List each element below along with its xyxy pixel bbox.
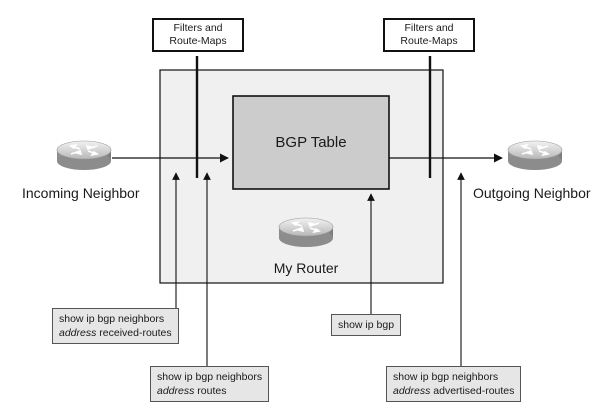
cmd-advertised-line2: address advertised-routes: [393, 384, 514, 398]
cmd-show-bgp-line1: show ip bgp: [338, 319, 395, 331]
command-received-routes: show ip bgp neighbors address received-r…: [52, 308, 179, 344]
cmd-routes-address: address: [157, 385, 195, 397]
command-show-ip-bgp: show ip bgp: [331, 314, 402, 336]
cmd-received-line1: show ip bgp neighbors: [59, 313, 165, 325]
cmd-advertised-address: address: [393, 385, 431, 397]
cmd-advertised-rest: advertised-routes: [430, 385, 515, 397]
cmd-routes-rest: routes: [194, 385, 227, 397]
outgoing-neighbor-router-icon: [507, 140, 563, 171]
incoming-neighbor-label: Incoming Neighbor: [22, 185, 140, 201]
command-routes: show ip bgp neighbors address routes: [150, 366, 270, 402]
filter-in-line2: Route-Maps: [169, 35, 227, 47]
cmd-routes-line2: address routes: [157, 384, 262, 398]
incoming-neighbor-router-icon: [56, 140, 112, 171]
my-router-icon: [278, 217, 334, 248]
filter-out-line1: Filters and: [404, 22, 454, 34]
outgoing-neighbor-label: Outgoing Neighbor: [473, 185, 591, 201]
cmd-advertised-line1: show ip bgp neighbors: [393, 371, 499, 383]
cmd-received-rest: received-routes: [96, 327, 172, 339]
filters-route-maps-inbound: Filters and Route-Maps: [152, 18, 244, 52]
command-advertised-routes: show ip bgp neighbors address advertised…: [386, 366, 522, 402]
cmd-routes-line1: show ip bgp neighbors: [157, 371, 263, 383]
bgp-table-box: [232, 95, 390, 190]
my-router-label: My Router: [273, 260, 339, 276]
filter-in-line1: Filters and: [173, 22, 223, 34]
filter-out-line2: Route-Maps: [400, 35, 458, 47]
filters-route-maps-outbound: Filters and Route-Maps: [383, 18, 475, 52]
bgp-table-label: BGP Table: [275, 134, 347, 151]
cmd-received-address: address: [59, 327, 97, 339]
cmd-received-line2: address received-routes: [59, 326, 172, 340]
